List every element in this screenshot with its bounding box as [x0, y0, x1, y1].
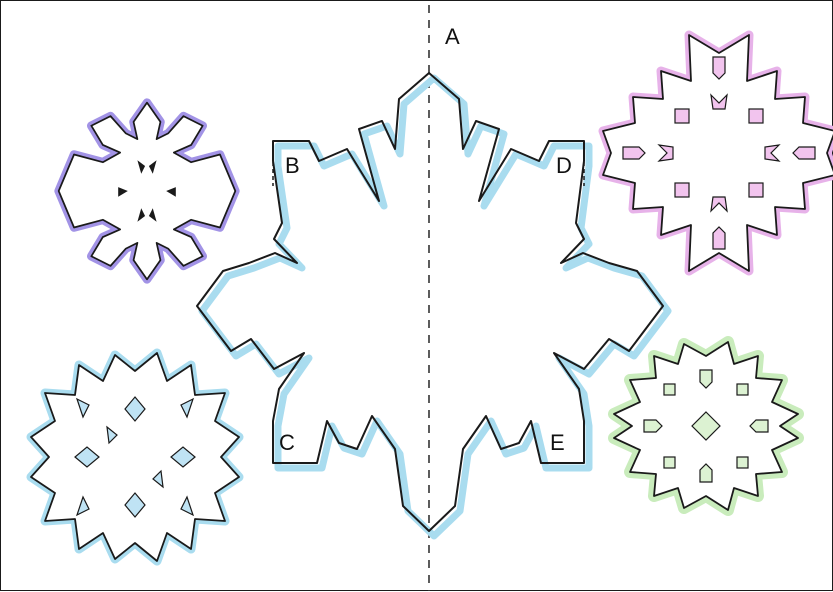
label-b: B [285, 153, 300, 178]
purple-snowflake-icon [54, 98, 240, 284]
label-a: A [445, 24, 460, 49]
label-d: D [556, 153, 572, 178]
green-snowflake-icon [608, 336, 804, 516]
pink-snowflake-icon [598, 30, 833, 276]
main-snowflake-outline [196, 72, 664, 532]
main-snowflake-shadow [198, 74, 672, 540]
label-c: C [279, 430, 295, 455]
label-e: E [550, 430, 565, 455]
main-snowflake [196, 72, 672, 540]
blue-snowflake-icon [26, 348, 244, 566]
